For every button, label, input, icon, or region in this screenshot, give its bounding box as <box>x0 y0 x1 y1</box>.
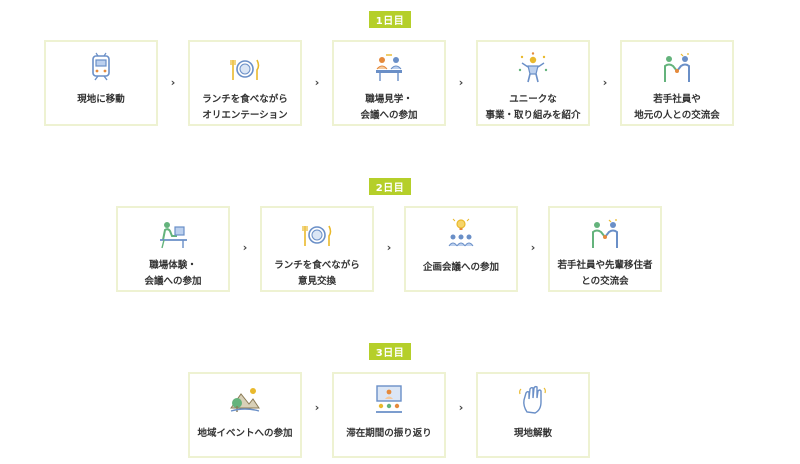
step-card-day2-2: ランチを食べながら 意見交換 <box>260 206 374 292</box>
day-badge-2: 2日目 <box>369 178 411 195</box>
day-badge-1: 1日目 <box>369 11 411 28</box>
idea-person-icon <box>517 52 549 84</box>
plate-cutlery-icon <box>229 52 261 84</box>
desk-work-icon <box>157 218 189 250</box>
step-card-day3-1: 地域イベントへの参加 <box>188 372 302 458</box>
step-label: 現地解散 <box>513 428 552 439</box>
day-badge-3: 3日目 <box>369 343 411 360</box>
step-card-day2-3: 企画会議への参加 <box>404 206 518 292</box>
step-card-day1-1: 現地に移動 <box>44 40 158 126</box>
handshake-icon <box>589 218 621 250</box>
presentation-icon <box>373 384 405 416</box>
chevron-right-icon: › <box>458 401 464 414</box>
step-card-day2-1: 職場体験・ 会議への参加 <box>116 206 230 292</box>
step-label: 若手社員や先輩移住者 との交流会 <box>557 260 653 287</box>
step-card-day1-2: ランチを食べながら オリエンテーション <box>188 40 302 126</box>
step-label: ユニークな 事業・取り組みを紹介 <box>485 94 581 121</box>
step-label: 職場見学・ 会議への参加 <box>360 94 418 121</box>
chevron-right-icon: › <box>314 76 320 89</box>
step-label: 若手社員や 地元の人との交流会 <box>634 94 720 121</box>
step-card-day3-3: 現地解散 <box>476 372 590 458</box>
step-card-day2-4: 若手社員や先輩移住者 との交流会 <box>548 206 662 292</box>
chevron-right-icon: › <box>458 76 464 89</box>
step-card-day1-4: ユニークな 事業・取り組みを紹介 <box>476 40 590 126</box>
step-label: 滞在期間の振り返り <box>346 428 432 439</box>
step-label: 職場体験・ 会議への参加 <box>144 260 202 287</box>
handshake-icon <box>661 52 693 84</box>
step-card-day1-3: 職場見学・ 会議への参加 <box>332 40 446 126</box>
step-label: 現地に移動 <box>77 94 125 105</box>
lightbulb-group-icon <box>445 218 477 250</box>
step-label: 企画会議への参加 <box>422 262 499 273</box>
chevron-right-icon: › <box>170 76 176 89</box>
meeting-icon <box>373 52 405 84</box>
step-card-day3-2: 滞在期間の振り返り <box>332 372 446 458</box>
chevron-right-icon: › <box>314 401 320 414</box>
step-card-day1-5: 若手社員や 地元の人との交流会 <box>620 40 734 126</box>
plate-cutlery-icon <box>301 218 333 250</box>
chevron-right-icon: › <box>242 241 248 254</box>
chevron-right-icon: › <box>386 241 392 254</box>
chevron-right-icon: › <box>602 76 608 89</box>
landscape-icon <box>229 384 261 416</box>
waving-hand-icon <box>517 384 549 416</box>
train-icon <box>85 52 117 84</box>
step-label: 地域イベントへの参加 <box>197 428 293 439</box>
step-label: ランチを食べながら オリエンテーション <box>202 94 288 121</box>
step-label: ランチを食べながら 意見交換 <box>274 260 360 287</box>
chevron-right-icon: › <box>530 241 536 254</box>
